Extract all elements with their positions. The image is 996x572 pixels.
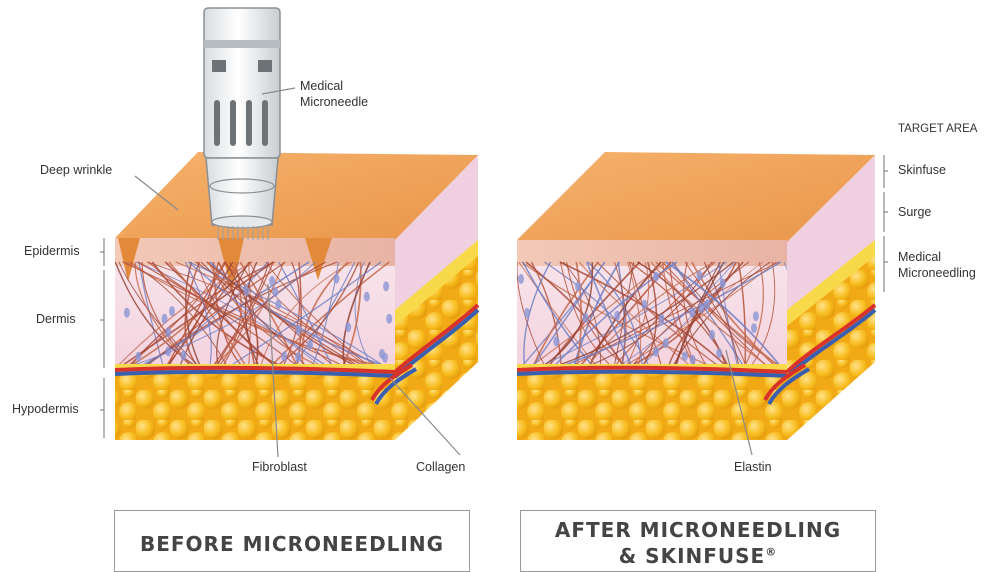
before-skin-block — [115, 152, 478, 440]
after-caption-box: AFTER MICRONEEDLING & SKINFUSE® — [520, 510, 876, 572]
after-caption-line1: AFTER MICRONEEDLING — [521, 517, 875, 543]
fibroblast-cell — [659, 314, 665, 324]
fibroblast-cell — [162, 314, 168, 324]
fibroblast-cell — [751, 323, 757, 333]
fibroblast-cell — [296, 325, 302, 335]
fibroblast-cell — [709, 330, 715, 340]
elastin-label: Elastin — [734, 460, 772, 476]
epidermis-label: Epidermis — [24, 244, 80, 260]
collagen-label: Collagen — [416, 460, 465, 476]
fibroblast-cell — [345, 322, 351, 332]
before-hypodermis-fat — [115, 372, 395, 440]
fibroblast-cell — [244, 286, 250, 296]
fibroblast-cell — [269, 276, 275, 286]
before-epidermis — [115, 238, 395, 268]
fibroblast-cell — [653, 347, 659, 357]
fibroblast-cell — [165, 327, 171, 337]
fibroblast-cell — [720, 278, 726, 288]
after-caption-line2: & SKINFUSE® — [521, 543, 875, 569]
fibroblast-cell — [689, 307, 695, 317]
fibroblast-label: Fibroblast — [252, 460, 307, 476]
fibroblast-cell — [124, 308, 130, 318]
fibroblast-cell — [704, 300, 710, 310]
target-medical-microneedling: Medical Microneedling — [898, 250, 976, 281]
fibroblast-cell — [653, 272, 659, 282]
after-skin-block — [517, 152, 875, 440]
fibroblast-cell — [663, 338, 669, 348]
before-caption: BEFORE MICRONEEDLING — [115, 531, 469, 557]
registered-mark: ® — [765, 545, 777, 558]
medical-microneedle-label: Medical Microneedle — [300, 79, 368, 110]
target-surge: Surge — [898, 205, 931, 221]
fibroblast-cell — [169, 306, 175, 316]
fibroblast-cell — [716, 348, 722, 358]
microneedle-device-icon — [204, 8, 280, 240]
fibroblast-cell — [690, 355, 696, 365]
target-skinfuse: Skinfuse — [898, 163, 946, 179]
fibroblast-cell — [135, 352, 141, 362]
fibroblast-cell — [553, 336, 559, 346]
fibroblast-cell — [583, 313, 589, 323]
fibroblast-cell — [518, 274, 524, 284]
fibroblast-cell — [575, 282, 581, 292]
fibroblast-cell — [682, 351, 688, 361]
dermis-label: Dermis — [36, 312, 76, 328]
target-area-title: TARGET AREA — [898, 122, 977, 136]
fibroblast-cell — [642, 300, 648, 310]
fibroblast-cell — [696, 270, 702, 280]
fibroblast-cell — [386, 314, 392, 324]
fibroblast-cell — [307, 340, 313, 350]
fibroblast-cell — [614, 311, 620, 321]
fibroblast-cell — [524, 308, 530, 318]
fibroblast-cell — [272, 287, 278, 297]
before-caption-box: BEFORE MICRONEEDLING — [114, 510, 470, 572]
fibroblast-cell — [180, 351, 186, 361]
fibroblast-cell — [334, 274, 340, 284]
fibroblast-cell — [698, 303, 704, 313]
hypodermis-label: Hypodermis — [12, 402, 79, 418]
fibroblast-cell — [295, 352, 301, 362]
fibroblast-cell — [281, 351, 287, 361]
fibroblast-cell — [753, 311, 759, 321]
fibroblast-cell — [382, 353, 388, 363]
fibroblast-cell — [275, 299, 281, 309]
fibroblast-cell — [364, 292, 370, 302]
after-hypodermis-fat — [517, 372, 787, 440]
fibroblast-cell — [165, 346, 171, 356]
fibroblast-cell — [383, 281, 389, 291]
deep-wrinkle-label: Deep wrinkle — [40, 163, 112, 179]
